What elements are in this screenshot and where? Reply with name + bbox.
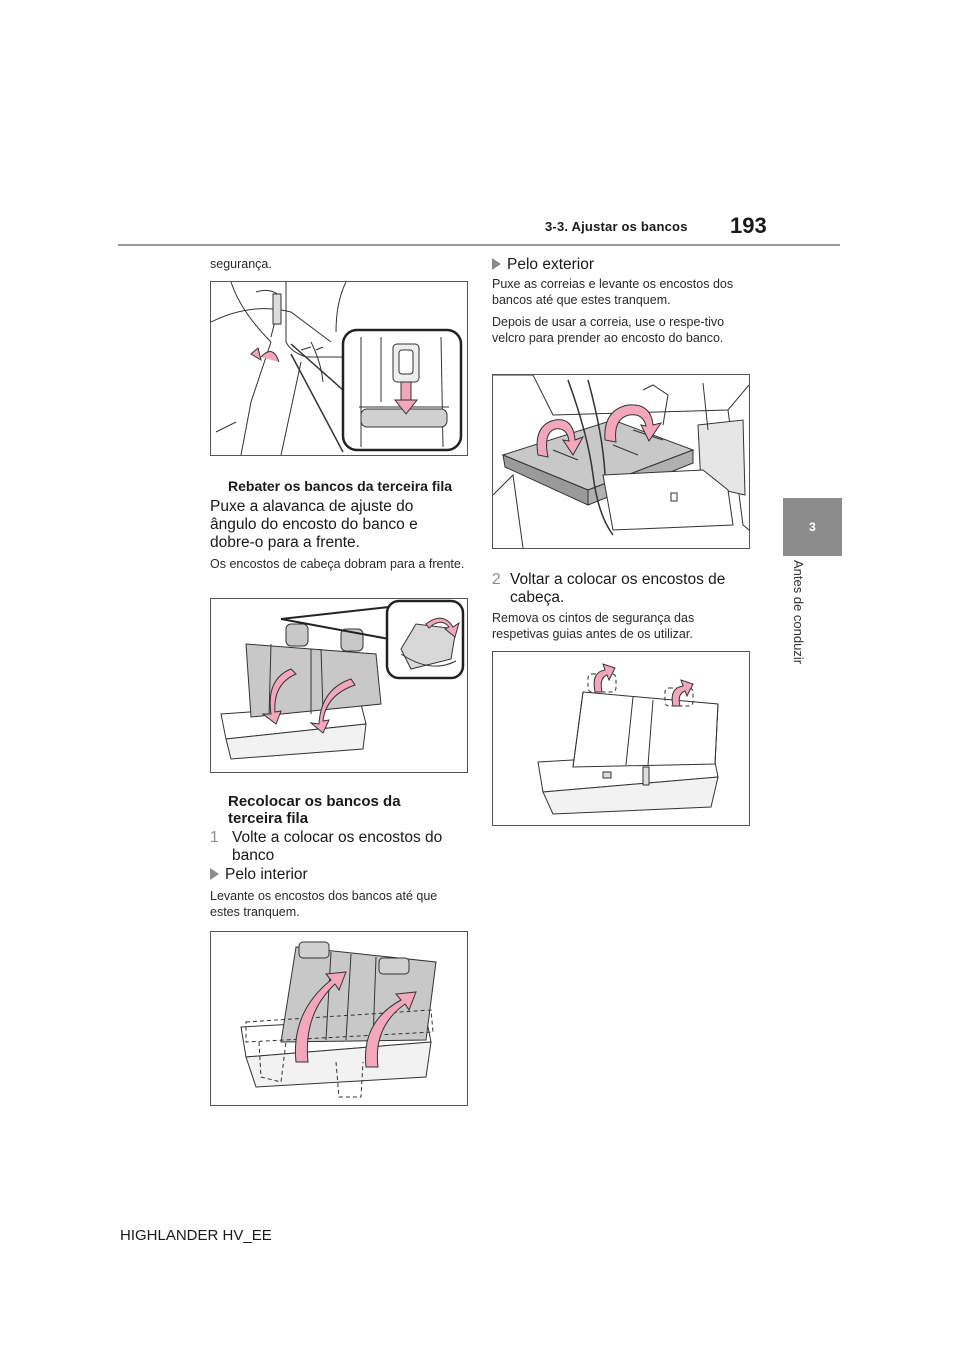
raise-inside-illustration [240,941,437,1098]
chapter-label-text: Antes de conduzir [791,560,806,665]
model-footer: HIGHLANDER HV_EE [120,1227,272,1244]
step1: 1 [210,829,460,847]
fold-heading: Rebater os bancos da terceira fila [228,478,453,494]
seatbelt-guide-figure [210,281,468,456]
chapter-label: Antes de conduzir [784,560,814,700]
outside-text-1: Puxe as correias e levante os encostos d… [492,277,734,307]
restore-heading: Recolocar os bancos da terceira fila [228,793,401,827]
intro-fragment: segurança. [210,257,272,271]
chapter-tab[interactable]: 3 [783,498,842,556]
headrest-illustration [537,663,719,815]
step2: 2 [492,571,501,589]
fold-instruction: Puxe a alavanca de ajuste do ângulo do e… [210,498,418,551]
inside-option: Pelo interior [210,866,308,884]
outside-option: Pelo exterior [492,256,594,274]
raise-inside-figure [210,931,468,1106]
step2-note: Remova os cintos de segurança das respet… [492,611,695,641]
chapter-number: 3 [809,520,816,534]
section-title: 3-3. Ajustar os bancos [545,219,688,234]
raise-outside-figure [492,374,750,549]
step2-text: Voltar a colocar os encostos de cabeça. [510,571,726,606]
inside-label: Pelo interior [225,866,308,883]
step2-number: 2 [492,571,501,588]
outside-label: Pelo exterior [507,256,595,273]
header-divider [118,244,840,246]
raise-outside-illustration [493,375,749,548]
triangle-bullet-icon [210,868,219,880]
fold-seat-figure [210,598,468,773]
triangle-bullet-icon [492,258,501,270]
step1-text: Volte a colocar os encostos do banco [232,829,443,864]
fold-seat-illustration [220,599,465,760]
fold-note: Os encostos de cabeça dobram para a fren… [210,557,465,571]
page-number: 193 [730,213,767,238]
step1-number: 1 [210,829,219,846]
outside-text-2: Depois de usar a correia, use o respe-ti… [492,315,725,345]
inside-text: Levante os encostos dos bancos até que e… [210,889,438,919]
headrest-figure [492,651,750,826]
seatbelt-guide-illustration [211,282,463,455]
